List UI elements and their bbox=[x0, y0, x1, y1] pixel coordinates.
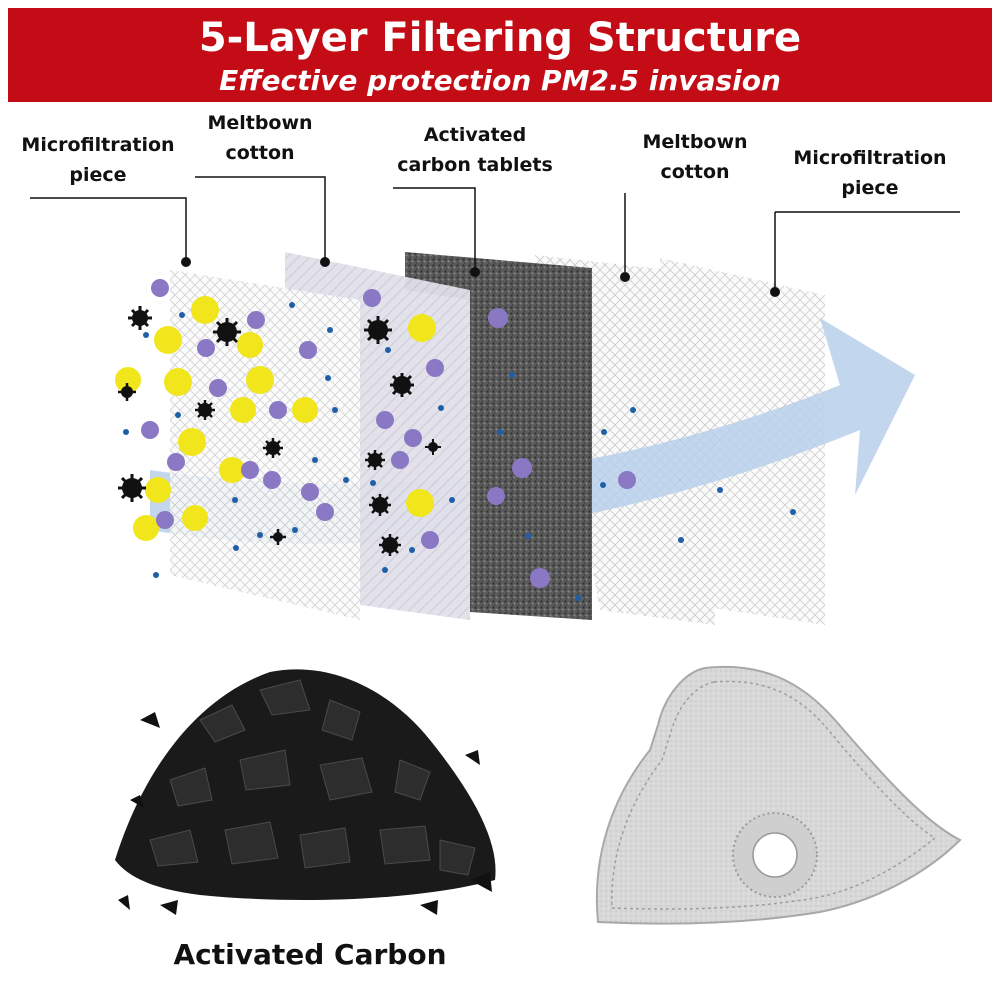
filter-pad-image bbox=[595, 665, 962, 925]
leader-lines bbox=[30, 176, 960, 290]
activated-carbon-pile bbox=[115, 669, 496, 915]
fine-dust-particles bbox=[123, 302, 796, 601]
virus-particles bbox=[118, 306, 441, 556]
purple-particles bbox=[141, 279, 636, 588]
layer-2-meltblown bbox=[285, 252, 470, 620]
yellow-particles bbox=[115, 296, 436, 541]
banner-subtitle: Effective protection PM2.5 invasion bbox=[219, 64, 781, 97]
banner-title: 5-Layer Filtering Structure bbox=[198, 15, 802, 61]
leader-dots bbox=[181, 257, 780, 297]
header-banner: 5-Layer Filtering Structure Effective pr… bbox=[8, 8, 992, 102]
layer-3-activated-carbon bbox=[405, 252, 592, 620]
activated-carbon-caption: Activated Carbon bbox=[173, 938, 447, 971]
